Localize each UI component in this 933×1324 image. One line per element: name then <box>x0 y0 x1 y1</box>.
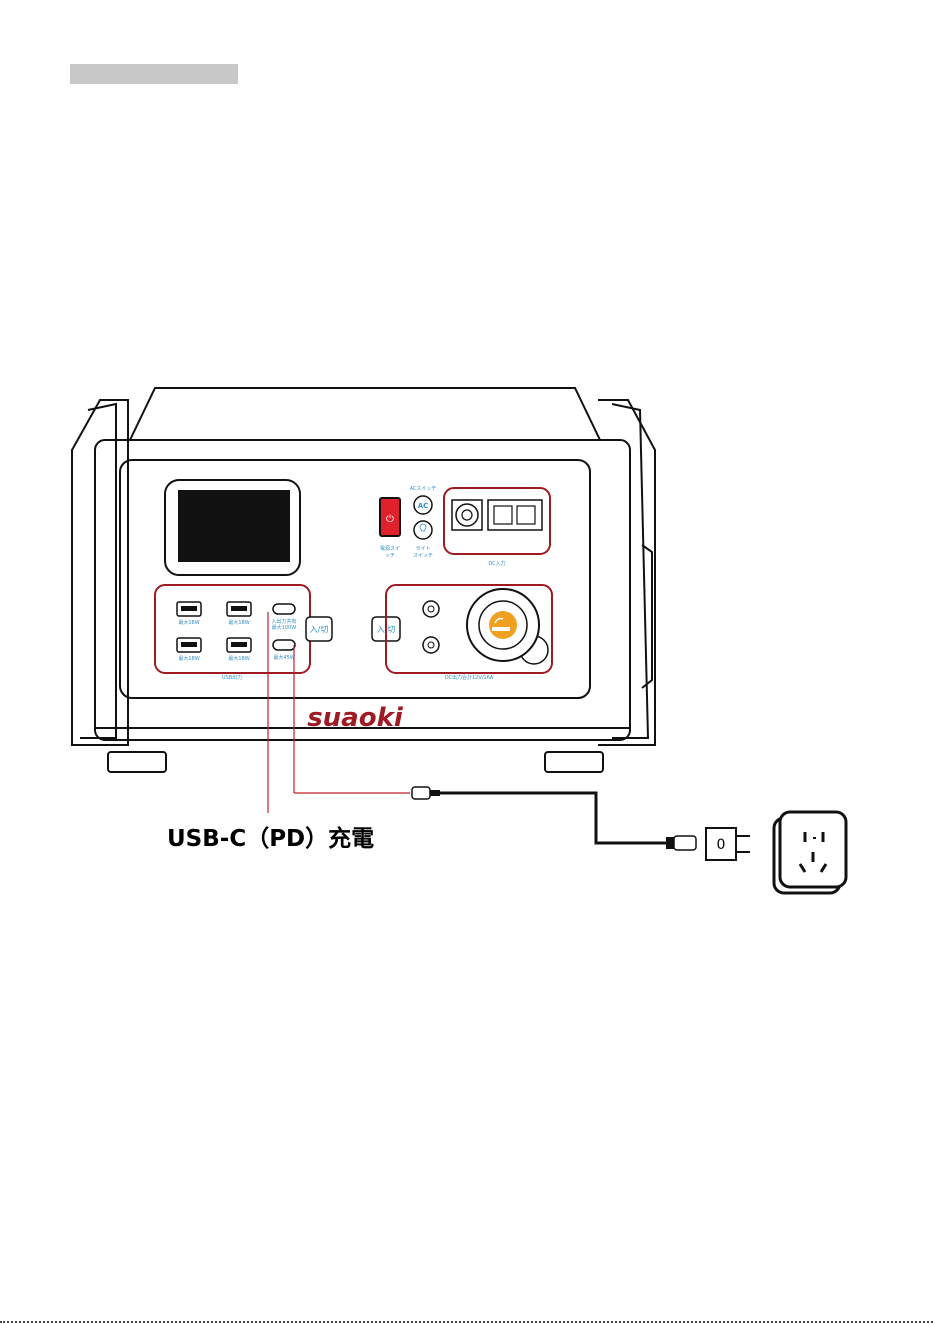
usb-on-off-text: 入/切 <box>310 625 329 634</box>
usb-on-off-button[interactable]: 入/切 <box>306 617 332 641</box>
usb-c-1-label-2: 最大100W <box>272 624 297 631</box>
ac-switch-label: ACスイッチ <box>410 486 437 492</box>
ac-button-text: AC <box>418 502 429 510</box>
usb-c-2-label: 最大45W <box>273 654 294 661</box>
dc-output-label: DC出力合計12V/16A <box>445 674 494 681</box>
cigarette-icon <box>489 611 517 639</box>
adapter-mark: 0 <box>717 837 726 853</box>
power-switch[interactable]: ⏻ <box>380 498 400 536</box>
left-handle-inner <box>80 404 116 738</box>
light-switch-label: ライト <box>415 546 430 552</box>
usb-a-2-label: 最大18W <box>228 619 249 626</box>
dc-5521-port-1 <box>423 601 439 617</box>
usb-c-charging-caption: USB-C（PD）充電 <box>167 825 374 852</box>
dc-input-label: DC入力 <box>488 560 505 567</box>
page-footer-rule <box>0 1321 933 1323</box>
brand-logo: suaoki <box>307 703 404 733</box>
usb-a-3-label: 最大18W <box>178 655 199 662</box>
wall-outlet-icon <box>774 812 846 893</box>
power-icon: ⏻ <box>386 514 394 525</box>
left-foot <box>108 752 166 772</box>
device-top-lid <box>130 388 600 440</box>
anderson-port <box>488 500 542 530</box>
dc-input-group <box>444 488 550 554</box>
usb-output-label: USB出力 <box>222 674 242 681</box>
power-switch-label: 電源スイ <box>380 545 400 552</box>
usb-c-port-2 <box>273 640 295 650</box>
light-switch-button[interactable] <box>414 521 432 539</box>
lcd-display <box>165 480 300 575</box>
cable-line <box>440 793 666 843</box>
usb-c-plug <box>412 787 430 799</box>
usb-c-port-1 <box>273 604 295 614</box>
dc-output-group <box>386 585 552 673</box>
usb-c-1-label: 入出力共有 <box>271 618 296 625</box>
power-switch-label-2: ッチ <box>385 553 395 559</box>
usb-c-cable <box>412 787 696 850</box>
power-adapter: 0 <box>706 828 750 860</box>
right-foot <box>545 752 603 772</box>
usb-a-4-label: 最大18W <box>228 655 249 662</box>
cable-end-plug <box>674 836 696 850</box>
usb-a-1-label: 最大18W <box>178 619 199 626</box>
ac-switch-button[interactable]: AC <box>414 496 432 514</box>
light-switch-label-2: スイッチ <box>413 553 433 559</box>
dc-5521-port-2 <box>423 637 439 653</box>
